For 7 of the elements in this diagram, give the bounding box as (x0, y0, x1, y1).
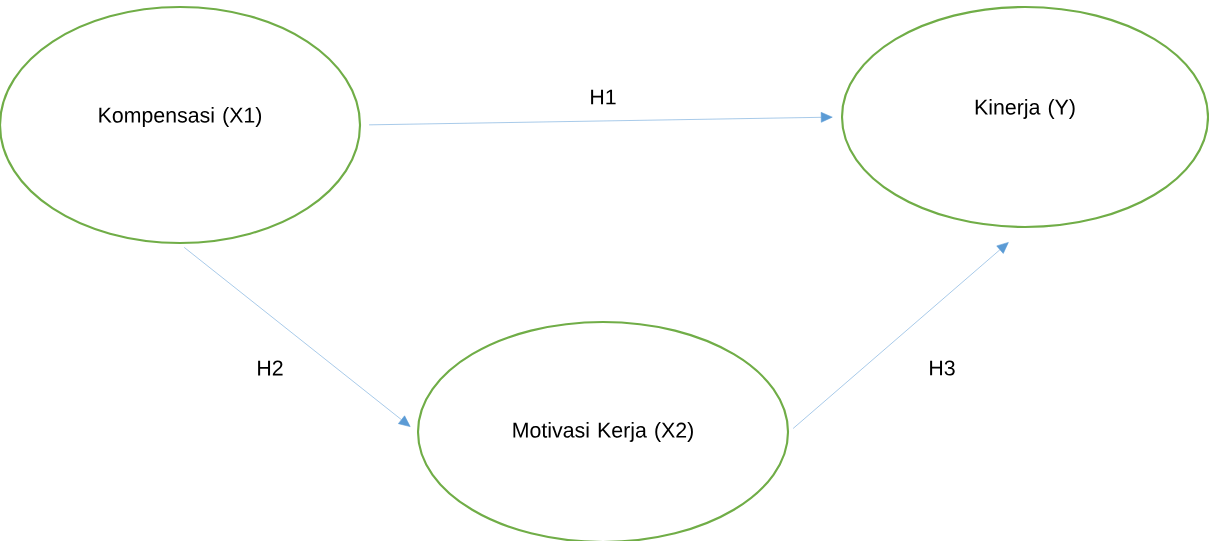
arrow (368, 112, 833, 126)
arrow (792, 242, 1009, 429)
edge-label: H2 (258, 360, 283, 376)
edge-label: H1 (591, 89, 616, 105)
ellipse-node: Kinerja (Y) (840, 5, 1209, 229)
edge-label: H3 (930, 360, 955, 376)
arrow (183, 247, 411, 427)
